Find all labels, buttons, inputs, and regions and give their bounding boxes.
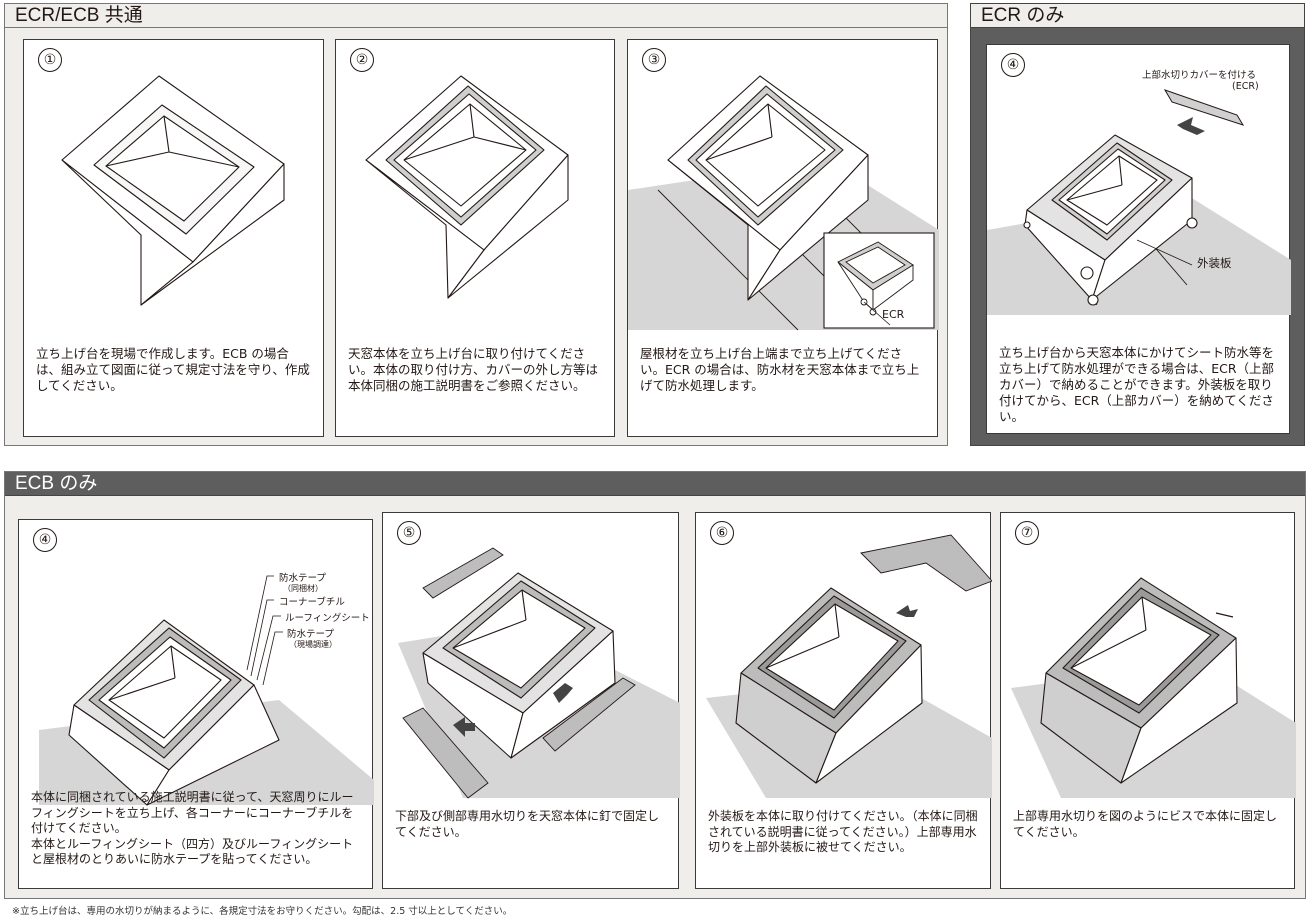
- ecb-section: ECB のみ ④ 防水テープ （同梱材）: [4, 471, 1306, 899]
- step-number: ⑦: [1015, 521, 1039, 545]
- ecb-step-5: ⑤ 下部及び側部専用水切りを天窓本体に釘で固定してください。: [382, 512, 680, 889]
- label-waterproof-tape-1: 防水テープ: [279, 573, 326, 584]
- common-step-1: ① 立ち上げ台を現場で作成します。ECB の場合は、組み立て図面に従って規定寸法…: [23, 39, 324, 437]
- label-exterior-panel: 外装板: [1197, 256, 1232, 270]
- footnote: ※立ち上げ台は、専用の水切りが納まるように、各規定寸法をお守りください。勾配は、…: [12, 906, 513, 917]
- step-description: 屋根材を立ち上げ台上端まで立ち上げてください。ECR の場合は、防水材を天窓本体…: [640, 346, 920, 393]
- step-number: ③: [642, 48, 666, 72]
- step-description: 上部専用水切りを図のようにビスで本体に固定してください。: [1013, 809, 1278, 839]
- callout-top-cover: 上部水切りカバーを付ける: [1142, 70, 1257, 81]
- illustration-roofing: [628, 75, 939, 331]
- illustration-flashing-install: [398, 547, 680, 799]
- common-section-header: ECR/ECB 共通: [5, 4, 947, 28]
- step-number: ⑤: [397, 521, 421, 545]
- step-number: ②: [350, 48, 374, 72]
- ecb-step-7: ⑦ 上部専用水切りを図のようにビスで本体に固定してください。: [1000, 512, 1296, 889]
- ecr-section-header: ECR のみ: [971, 4, 1304, 28]
- step-description: 立ち上げ台から天窓本体にかけてシート防水等を立ち上げて防水処理ができる場合は、E…: [999, 345, 1275, 424]
- ecr-step-4: ④ 上部水切りカバーを付ける (ECR): [986, 44, 1291, 434]
- illustration-ecr-cover: [987, 89, 1291, 315]
- common-step-3: ③: [627, 39, 939, 437]
- ecb-header-title: ECB のみ: [15, 473, 98, 494]
- illustration-top-flashing-fixed: [1011, 577, 1296, 798]
- common-header-title: ECR/ECB 共通: [15, 5, 143, 26]
- step-number: ④: [1001, 53, 1025, 77]
- common-step-2: ② 天窓本体を立ち上げ台に取り付けてください。本体の取り付け方、カバーの外し方等…: [335, 39, 615, 437]
- label-roofing-sheet: ルーフィングシート: [285, 613, 370, 624]
- illustration-skylight-on-curb: [365, 75, 569, 299]
- step-description: 下部及び側部専用水切りを天窓本体に釘で固定してください。: [395, 809, 660, 839]
- ecb-step-6: ⑥ 外装板を本体に取り付けてください。（本体に同梱されている説明書に従ってくださ…: [695, 512, 992, 889]
- step-number: ④: [33, 528, 57, 552]
- step-number: ①: [38, 48, 62, 72]
- callout-ecr: (ECR): [1232, 81, 1259, 92]
- ecr-section: ECR のみ ④ 上部水切りカバーを付ける (ECR): [970, 3, 1305, 446]
- illustration-curb: [61, 75, 285, 306]
- step-description: 立ち上げ台を現場で作成します。ECB の場合は、組み立て図面に従って規定寸法を守…: [36, 346, 310, 393]
- step-description: 外装板を本体に取り付けてください。（本体に同梱されている説明書に従ってください。…: [708, 809, 978, 854]
- inset-label-ecr: ECR: [882, 308, 905, 321]
- common-section: ECR/ECB 共通 ① 立ち上げ台を現場で作成します。ECB の場合は、組み立…: [4, 3, 948, 446]
- ecr-header-title: ECR のみ: [981, 5, 1065, 26]
- illustration-exterior-panels: [706, 534, 992, 798]
- label-waterproof-tape-1-sub: （同梱材）: [283, 584, 323, 593]
- ecb-section-header: ECB のみ: [5, 472, 1305, 496]
- step-description: 天窓本体を立ち上げ台に取り付けてください。本体の取り付け方、カバーの外し方等は本…: [348, 346, 599, 393]
- illustration-roofing-tape: [39, 575, 374, 806]
- label-waterproof-tape-2: 防水テープ: [287, 629, 334, 640]
- step-description: 本体に同梱されている施工説明書に従って、天窓周りにルーフィングシートを立ち上げ、…: [31, 790, 354, 866]
- step-number: ⑥: [710, 521, 734, 545]
- label-waterproof-tape-2-sub: （現場調達）: [289, 640, 337, 649]
- label-corner-butyl: コーナーブチル: [279, 597, 345, 608]
- ecb-step-4: ④ 防水テープ （同梱材） コーナーブチル ルーフィングシート: [18, 519, 374, 889]
